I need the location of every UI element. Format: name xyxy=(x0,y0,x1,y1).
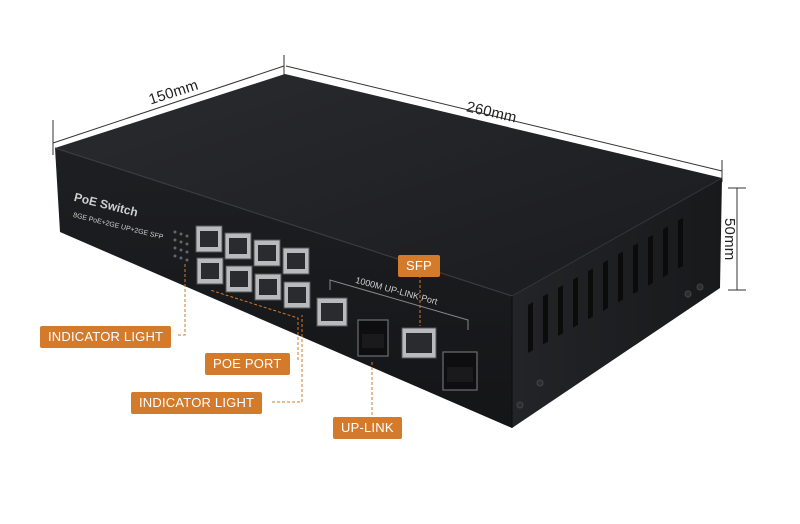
callout-up-link: UP-LINK xyxy=(333,417,402,439)
vent-slot xyxy=(678,218,683,269)
uplink-bracket xyxy=(329,279,469,330)
screw xyxy=(696,283,704,291)
vent-slot xyxy=(528,302,533,353)
switch-chassis xyxy=(54,74,723,428)
side-vents xyxy=(528,218,683,353)
callout-indicator-light-bottom: INDICATOR LIGHT xyxy=(131,392,263,414)
chassis-side xyxy=(512,178,722,428)
front-panel-ports xyxy=(173,225,704,409)
chassis-top xyxy=(55,74,722,296)
screw xyxy=(684,290,692,298)
callout-indicator-light-left: INDICATOR LIGHT xyxy=(40,326,172,348)
vent-slot xyxy=(543,293,548,345)
poe-port-group xyxy=(195,225,311,309)
vent-slot xyxy=(663,226,668,278)
callout-poe-port: POE PORT xyxy=(205,353,290,375)
screw xyxy=(536,379,544,387)
dimension-lines xyxy=(52,55,746,291)
vent-slot xyxy=(648,234,653,286)
vent-slot xyxy=(618,251,623,303)
vent-slot xyxy=(633,243,638,295)
vent-slot xyxy=(558,285,563,337)
vent-slot xyxy=(603,260,608,311)
vent-slot xyxy=(588,268,593,320)
screw xyxy=(516,401,524,409)
height-label: 50mm xyxy=(721,218,738,261)
led-indicators xyxy=(173,230,189,262)
callout-sfp: SFP xyxy=(398,255,440,277)
vent-slot xyxy=(573,276,578,328)
